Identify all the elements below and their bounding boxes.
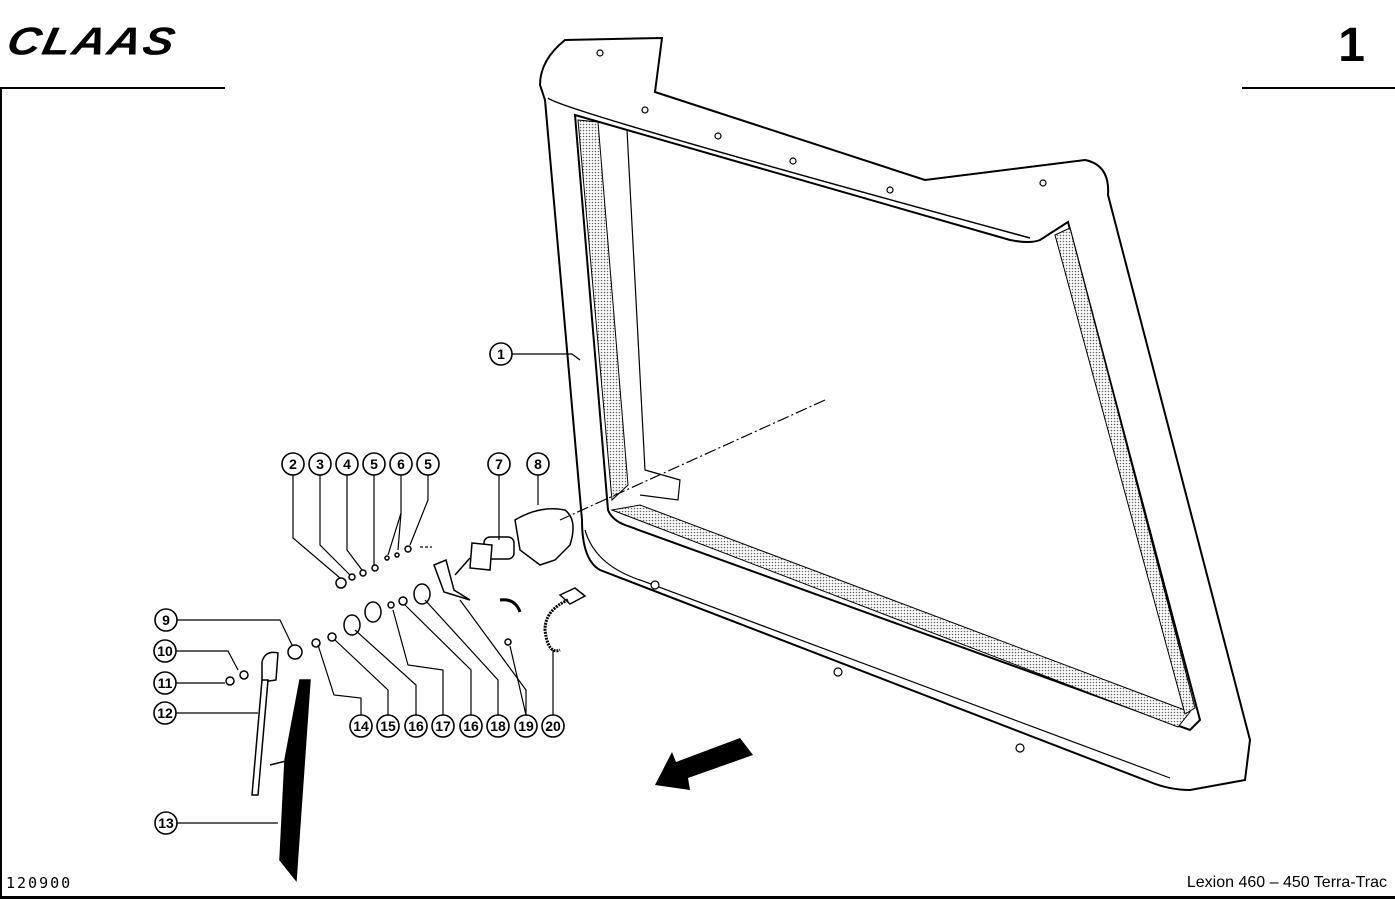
- svg-text:20: 20: [545, 718, 561, 734]
- callout-8: 8: [526, 452, 550, 476]
- svg-text:12: 12: [157, 705, 173, 721]
- callout-19: 19: [514, 714, 538, 738]
- svg-text:1: 1: [497, 346, 505, 362]
- svg-text:3: 3: [316, 456, 324, 472]
- svg-text:4: 4: [343, 456, 351, 472]
- assembly-axis: [559, 399, 826, 521]
- callout-20: 20: [541, 714, 565, 738]
- header-rule-right: [1242, 87, 1395, 89]
- callout-16: 16: [404, 714, 428, 738]
- leader-lines: [176, 353, 581, 824]
- svg-text:10: 10: [157, 643, 173, 659]
- callout-15: 15: [376, 714, 400, 738]
- windshield-frame: [538, 36, 1252, 792]
- svg-text:19: 19: [518, 718, 534, 734]
- callout-16: 16: [459, 714, 483, 738]
- callout-12: 12: [153, 701, 177, 725]
- svg-text:6: 6: [397, 456, 405, 472]
- wiper-motor-assembly: [225, 508, 587, 882]
- direction-arrow-icon: [655, 738, 753, 790]
- svg-text:13: 13: [158, 815, 174, 831]
- callout-5: 5: [362, 452, 386, 476]
- drawing-code: 120900: [6, 874, 73, 892]
- svg-text:5: 5: [370, 456, 378, 472]
- callout-4: 4: [335, 452, 359, 476]
- svg-text:2: 2: [289, 456, 297, 472]
- svg-text:7: 7: [495, 456, 503, 472]
- model-name: Lexion 460 – 450 Terra-Trac: [1186, 874, 1387, 891]
- callout-17: 17: [431, 714, 455, 738]
- callout-18: 18: [486, 714, 510, 738]
- header-rule-left: [0, 87, 225, 89]
- svg-text:15: 15: [380, 718, 396, 734]
- callout-1: 1: [489, 342, 513, 366]
- callout-2: 2: [281, 452, 305, 476]
- page-number: 1: [1338, 19, 1365, 72]
- svg-text:16: 16: [463, 718, 479, 734]
- frame-left-edge: [0, 88, 2, 898]
- svg-text:11: 11: [158, 675, 173, 691]
- callout-7: 7: [487, 452, 511, 476]
- callout-9: 9: [154, 608, 178, 632]
- svg-text:17: 17: [435, 718, 451, 734]
- callout-11: 11: [153, 671, 177, 695]
- svg-text:5: 5: [424, 456, 432, 472]
- callout-6: 6: [389, 452, 413, 476]
- callout-5: 5: [416, 452, 440, 476]
- callout-10: 10: [153, 639, 177, 663]
- svg-text:9: 9: [162, 612, 170, 628]
- callout-14: 14: [349, 714, 373, 738]
- svg-text:16: 16: [408, 718, 424, 734]
- svg-text:18: 18: [490, 718, 506, 734]
- svg-text:14: 14: [353, 718, 369, 734]
- svg-text:8: 8: [534, 456, 542, 472]
- footer-rule: [0, 896, 1395, 899]
- callout-3: 3: [308, 452, 332, 476]
- callout-13: 13: [154, 811, 178, 835]
